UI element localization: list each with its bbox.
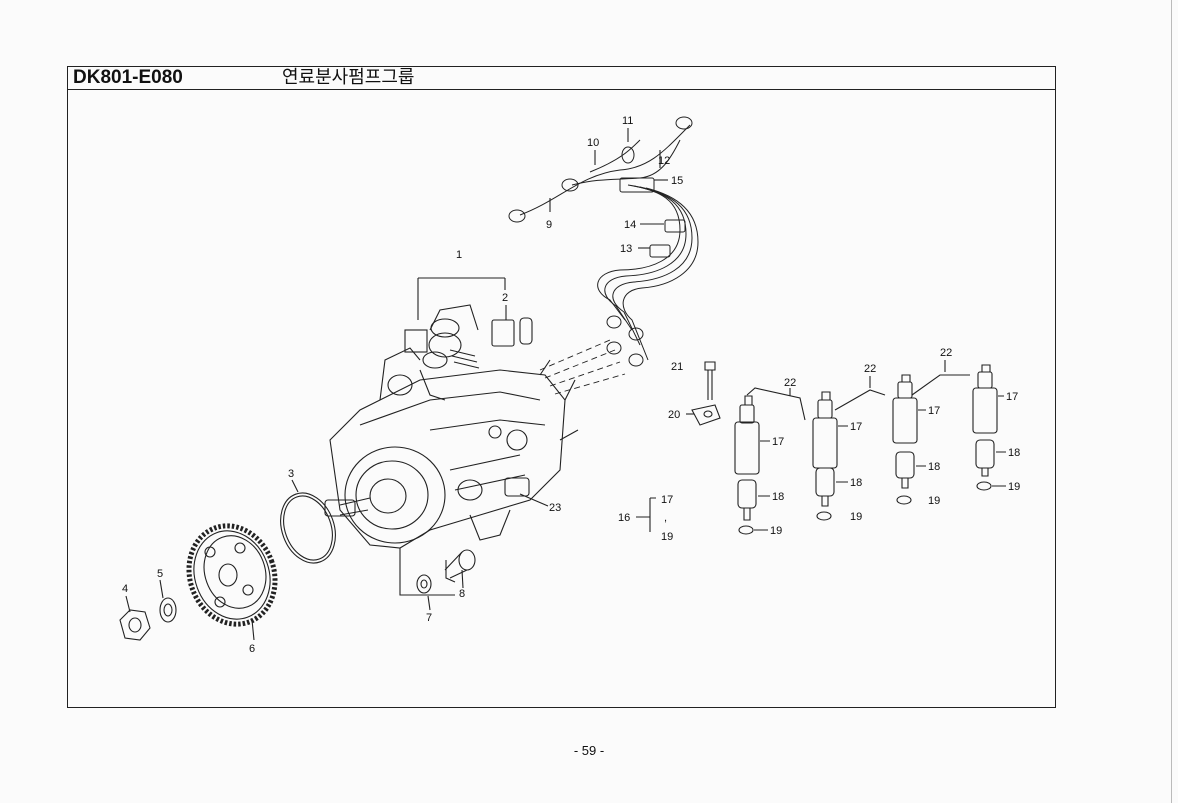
callout-21: 21	[671, 361, 683, 373]
clamp-bolt	[704, 361, 716, 400]
callout-13: 13	[620, 243, 632, 255]
callout-4: 4	[122, 583, 128, 595]
group-title: 연료분사펌프그룹	[282, 67, 415, 88]
callout-6: 6	[249, 643, 255, 655]
callout-19-c: 19	[928, 495, 940, 507]
callout-7: 7	[426, 612, 432, 624]
drive-gear	[186, 523, 278, 641]
callout-11: 11	[622, 115, 633, 127]
header-bar: DK801-E080 연료분사펌프그룹	[68, 67, 1055, 90]
diagram-frame: DK801-E080 연료분사펌프그룹	[67, 66, 1056, 708]
callout-22-a: 22	[784, 377, 796, 389]
callout-10: 10	[587, 137, 599, 149]
callout-22-b: 22	[864, 363, 876, 375]
callout-19-a: 19	[770, 525, 782, 537]
callout-19-d: 19	[1008, 481, 1020, 493]
callout-17-b: 17	[850, 421, 862, 433]
callout-17-c: 17	[928, 405, 940, 417]
callout-18-c: 18	[928, 461, 940, 473]
callout-14: 14	[624, 219, 636, 231]
callout-1: 1	[456, 249, 462, 261]
o-ring	[280, 492, 336, 564]
callout-2: 2	[502, 292, 508, 304]
callout-16-range-comma: ,	[664, 512, 667, 524]
callout-17-a: 17	[772, 436, 784, 448]
callout-18-a: 18	[772, 491, 784, 503]
scan-edge	[1171, 0, 1172, 803]
callout-9: 9	[546, 219, 552, 231]
callout-15: 15	[671, 175, 683, 187]
callout-16-range-19: 19	[661, 531, 673, 543]
callout-18-b: 18	[850, 477, 862, 489]
callout-19-b: 19	[850, 511, 862, 523]
bolt-8	[444, 549, 476, 583]
nozzle-clamp	[691, 404, 721, 426]
washer-7	[416, 574, 432, 594]
injection-pump-body	[324, 304, 579, 596]
callout-12: 12	[658, 155, 670, 167]
callout-23: 23	[549, 502, 561, 514]
lock-washer	[159, 597, 177, 623]
callout-16: 16	[618, 512, 630, 524]
callout-3: 3	[288, 468, 294, 480]
callout-18-d: 18	[1008, 447, 1020, 459]
callout-5: 5	[157, 568, 163, 580]
hex-nut	[119, 609, 151, 641]
injection-nozzles	[734, 364, 998, 535]
callout-20: 20	[668, 409, 680, 421]
callout-17-d: 17	[1006, 391, 1018, 403]
callout-8: 8	[459, 588, 465, 600]
callout-16-range-17: 17	[661, 494, 673, 506]
callout-22-c: 22	[940, 347, 952, 359]
page-number: - 59 -	[573, 743, 605, 758]
group-code: DK801-E080	[73, 67, 183, 88]
